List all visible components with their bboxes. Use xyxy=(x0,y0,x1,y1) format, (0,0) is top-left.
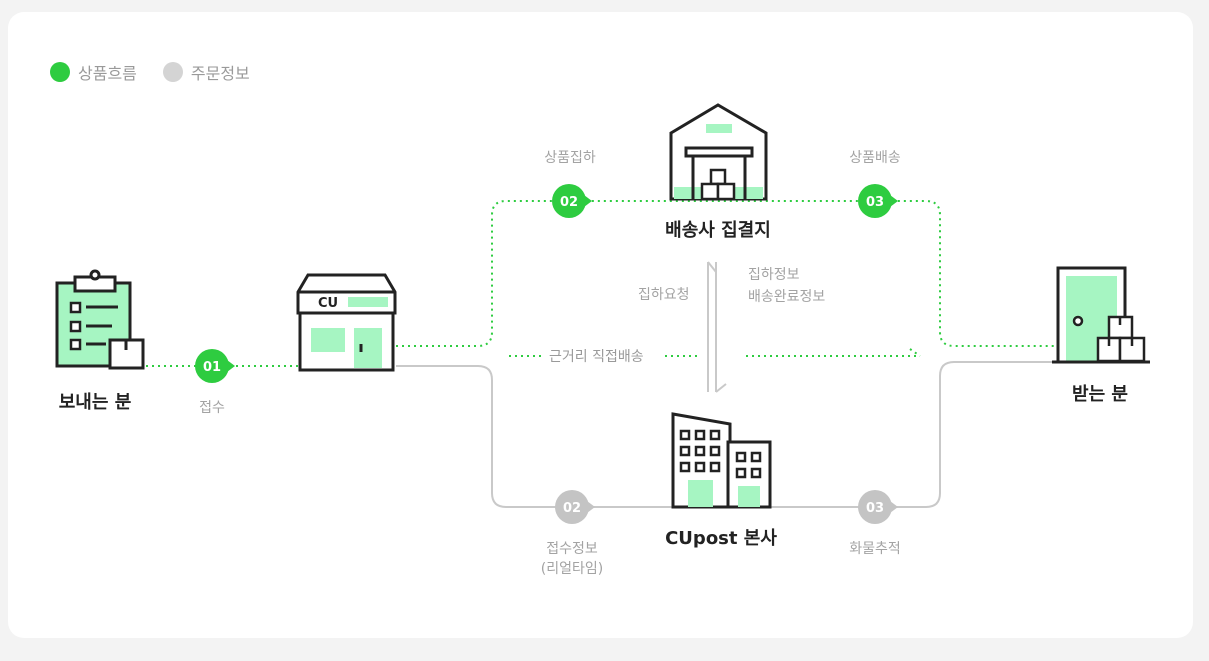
step-badge-green-03: 03 xyxy=(858,184,898,218)
legend-item-order-info: 주문정보 xyxy=(162,60,250,84)
building-icon xyxy=(671,412,772,509)
pickup-info-group: 집하정보 배송완료정보 xyxy=(748,264,825,308)
door-icon xyxy=(1052,266,1150,364)
clipboard-icon xyxy=(55,269,145,370)
step-gray-02-label-line1: 접수정보 xyxy=(546,541,598,557)
step-badge-green-02: 02 xyxy=(552,184,592,218)
receiver-title: 받는 분 xyxy=(1072,384,1128,405)
legend: 상품흐름 주문정보 xyxy=(50,60,266,84)
arrow-down-head xyxy=(715,383,727,393)
hq-title: CUpost 본사 xyxy=(665,528,777,549)
step-badge-gray-03: 03 xyxy=(858,490,898,524)
delivery-complete-label: 배송완료정보 xyxy=(748,289,826,305)
step-badge-gray-02: 02 xyxy=(555,490,595,524)
step-badge-gray-02-text: 02 xyxy=(563,501,581,516)
legend-item-product-flow: 상품흐름 xyxy=(50,60,137,84)
sender-title: 보내는 분 xyxy=(58,392,132,413)
pickup-request-label: 집하요청 xyxy=(638,287,690,303)
green-dot-icon xyxy=(50,62,70,82)
step-green-02-label: 상품집하 xyxy=(544,150,596,166)
arrow-up-head xyxy=(707,261,717,273)
legend-label-order-info: 주문정보 xyxy=(190,64,250,83)
flow-line-store-hub-receiver xyxy=(396,200,1055,347)
diagram-card xyxy=(8,12,1193,638)
step-01-label: 접수 xyxy=(199,400,225,416)
hub-title: 배송사 집결지 xyxy=(665,220,771,241)
product-flow-lines xyxy=(146,200,1055,367)
store-logo-text: CU xyxy=(318,296,338,311)
step-badge-01: 01 xyxy=(195,349,235,383)
step-gray-02-label-line2: (리얼타임) xyxy=(540,561,604,577)
short-distance-label: 근거리 직접배송 xyxy=(541,346,652,366)
gray-dot-icon xyxy=(162,62,183,82)
step-green-03-label: 상품배송 xyxy=(849,150,901,166)
store-icon: CU xyxy=(296,273,397,372)
step-badge-green-02-text: 02 xyxy=(560,195,578,210)
step-gray-02-label: 접수정보 (리얼타임) xyxy=(541,539,603,579)
direct-arrow-head xyxy=(909,348,921,357)
step-gray-03-label: 화물추적 xyxy=(849,541,901,557)
warehouse-icon xyxy=(669,103,768,201)
step-badge-01-text: 01 xyxy=(203,360,221,375)
pickup-info-label: 집하정보 xyxy=(748,267,800,283)
legend-label-product-flow: 상품흐름 xyxy=(78,64,137,83)
step-badge-green-03-text: 03 xyxy=(866,195,884,210)
step-badge-gray-03-text: 03 xyxy=(866,501,884,516)
